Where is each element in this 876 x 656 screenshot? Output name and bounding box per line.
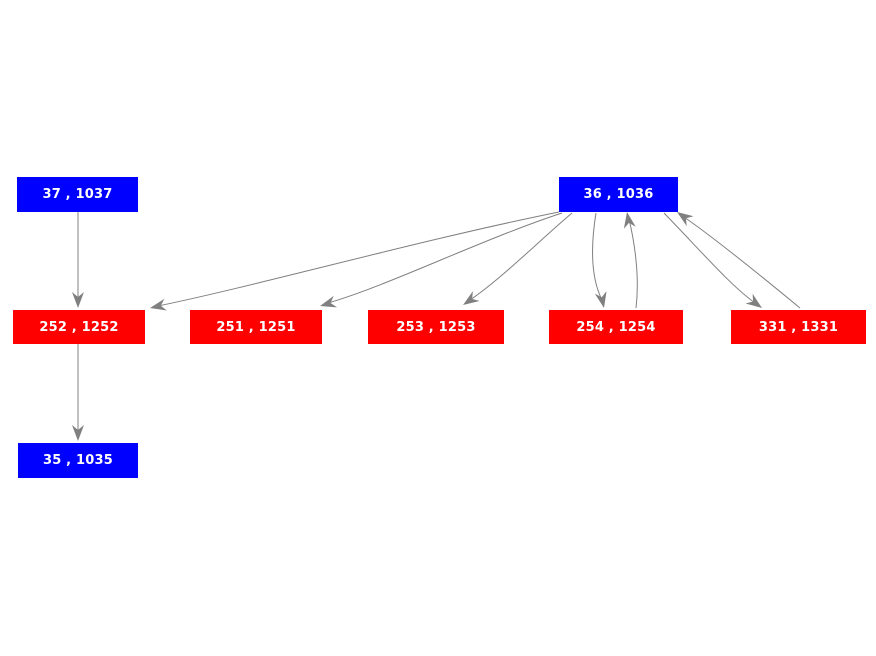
- graph-node-n35[interactable]: 35 , 1035: [18, 443, 138, 478]
- graph-edge: [592, 212, 607, 308]
- graph-node-n331[interactable]: 331 , 1331: [731, 310, 866, 344]
- graph-node-label: 35 , 1035: [42, 453, 114, 468]
- graph-edge: [623, 212, 638, 309]
- graph-node-label: 254 , 1254: [576, 319, 656, 335]
- graph-edge: [72, 344, 84, 441]
- edge-arrowhead: [677, 212, 694, 227]
- edge-arrowhead: [745, 293, 762, 308]
- graph-node-label: 331 , 1331: [758, 319, 839, 335]
- graph-node-n251[interactable]: 251 , 1251: [190, 310, 322, 344]
- edge-arrowhead: [463, 291, 480, 305]
- graph-edge: [677, 212, 801, 309]
- edge-arrowhead: [594, 291, 607, 308]
- graph-edge: [150, 211, 560, 311]
- graph-edge: [72, 212, 84, 308]
- edge-arrowhead: [320, 295, 338, 308]
- edge-arrowhead: [72, 425, 84, 441]
- graph-node-n36[interactable]: 36 , 1036: [559, 177, 678, 212]
- graph-edge: [663, 212, 762, 308]
- edge-arrowhead: [150, 298, 167, 311]
- graph-node-label: 252 , 1252: [39, 319, 119, 335]
- edge-arrowhead: [623, 212, 636, 229]
- graph-node-n254[interactable]: 254 , 1254: [549, 310, 683, 344]
- graph-edge: [320, 212, 563, 308]
- edge-arrowhead: [72, 292, 84, 308]
- graph-node-label: 253 , 1253: [396, 319, 476, 335]
- graph-node-n37[interactable]: 37 , 1037: [17, 177, 138, 212]
- graph-node-label: 36 , 1036: [583, 187, 654, 202]
- graph-node-label: 251 , 1251: [216, 319, 296, 335]
- graph-node-label: 37 , 1037: [42, 187, 113, 202]
- graph-edge: [463, 212, 573, 305]
- graph-node-n252[interactable]: 252 , 1252: [13, 310, 145, 344]
- graph-node-n253[interactable]: 253 , 1253: [368, 310, 504, 344]
